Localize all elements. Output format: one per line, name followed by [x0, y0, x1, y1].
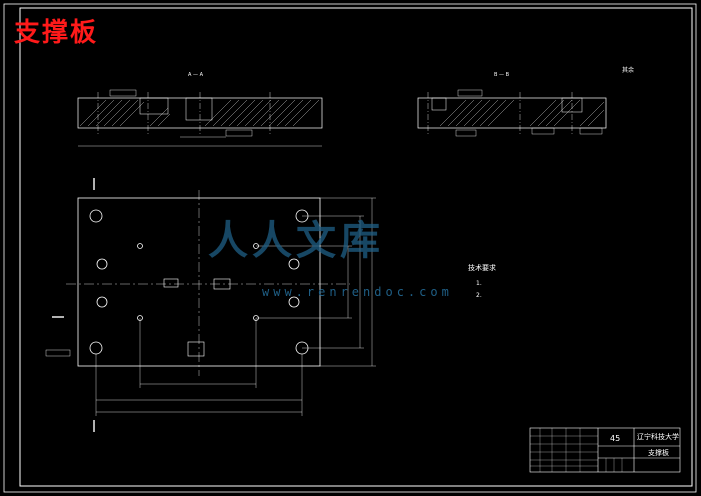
tech-note-1: 1.: [476, 280, 482, 287]
section-a-a-label: A — A: [188, 72, 204, 78]
drawing-title: 支撑板: [14, 18, 99, 48]
plan-view: [45, 178, 376, 432]
title-block: [529, 427, 681, 473]
roughness-other-label: 其余: [622, 66, 634, 74]
inner-frame: [19, 7, 693, 487]
outer-frame: [3, 3, 697, 493]
section-a-a-view: [77, 89, 323, 147]
title-block-part-name: 支撑板: [648, 449, 669, 457]
watermark-url: www.renrendoc.com: [262, 285, 453, 299]
section-b-b-view: [417, 89, 607, 137]
title-block-school: 辽宁科技大学: [637, 433, 679, 441]
watermark-text: 人人文库: [208, 218, 384, 264]
tech-note-2: 2.: [476, 292, 482, 299]
section-b-b-label: B — B: [494, 72, 510, 78]
title-block-material: 45: [610, 434, 621, 443]
tech-requirements-title: 技术要求: [468, 264, 496, 272]
